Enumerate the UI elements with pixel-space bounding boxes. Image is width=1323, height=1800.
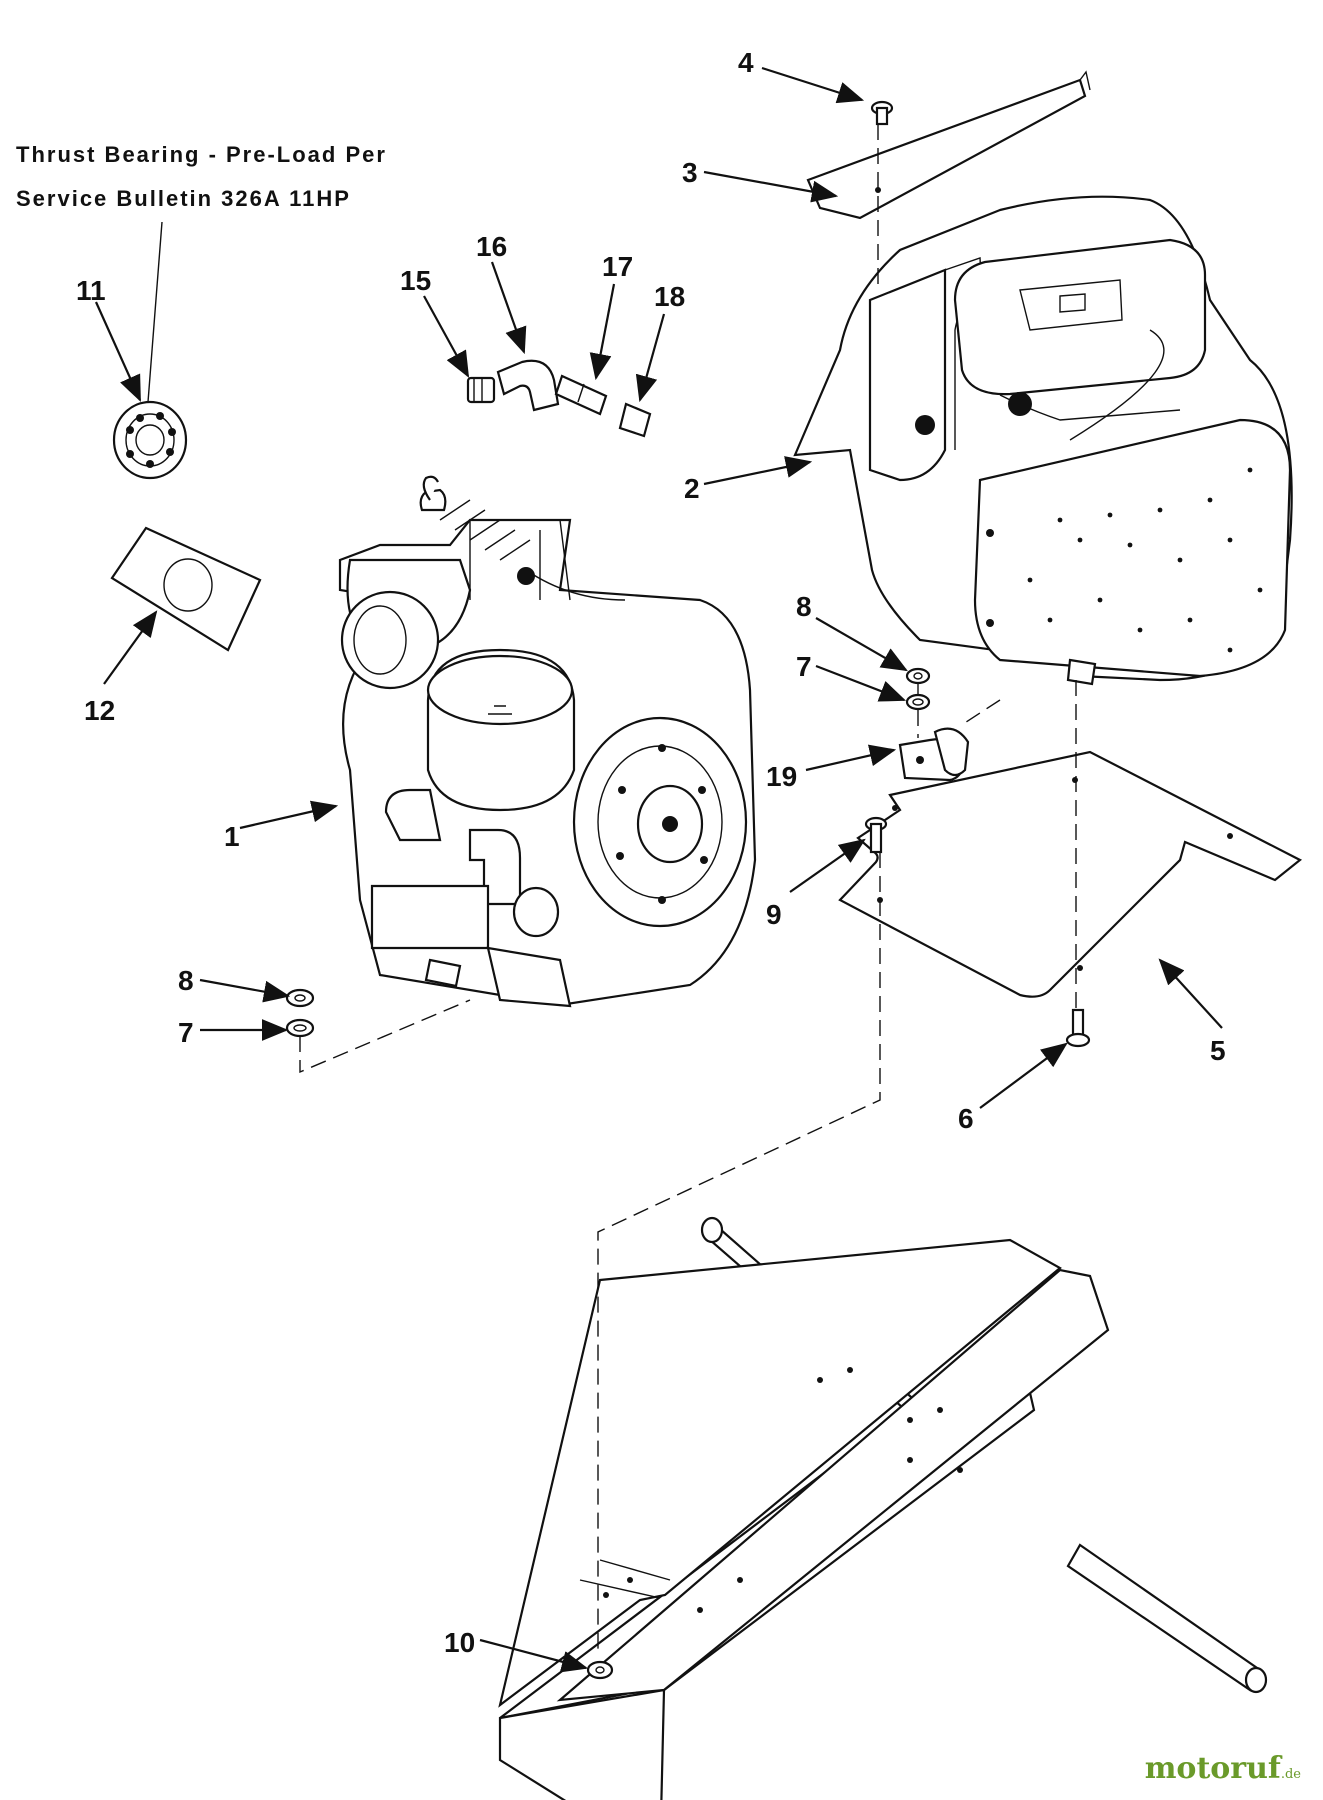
callout-3: 3 <box>682 157 698 188</box>
washer-part-7-right <box>905 693 931 711</box>
note-line-1: Thrust Bearing - Pre-Load Per <box>16 142 387 167</box>
watermark-tld: .de <box>1280 1767 1301 1782</box>
screw-part-4 <box>870 100 894 126</box>
callout-7-left: 7 <box>178 1017 194 1048</box>
mounting-frame <box>498 1216 1268 1800</box>
callout-12: 12 <box>84 695 115 726</box>
note-line-2: Service Bulletin 326A 11HP <box>16 186 351 211</box>
bolt-part-6 <box>1065 1008 1091 1048</box>
callout-8-left: 8 <box>178 965 194 996</box>
elbow-part-16 <box>496 359 560 412</box>
callout-1: 1 <box>224 821 240 852</box>
cap-part-18 <box>618 402 652 438</box>
nut-part-8-right <box>905 667 931 685</box>
washer-part-7-left <box>285 1018 315 1038</box>
note-leader-line <box>147 221 163 403</box>
callout-16: 16 <box>476 231 507 262</box>
nut-part-8-left <box>285 988 315 1008</box>
callout-4: 4 <box>738 47 754 78</box>
cover-part-3 <box>806 70 1091 220</box>
plate-part-5 <box>838 750 1303 998</box>
engine-part-1 <box>338 475 757 1008</box>
callout-17: 17 <box>602 251 633 282</box>
nut-part-10 <box>586 1660 614 1680</box>
callout-15: 15 <box>400 265 431 296</box>
callout-7-right: 7 <box>796 651 812 682</box>
callout-numbers: 4 3 2 1 5 6 8 7 8 7 19 9 10 11 12 15 16 … <box>76 47 1226 1658</box>
bearing-part-11 <box>112 400 188 480</box>
callout-9: 9 <box>766 899 782 930</box>
clamp-part-19 <box>898 727 970 782</box>
callout-11: 11 <box>76 275 106 306</box>
nipple-part-17 <box>554 374 608 416</box>
shim-part-12 <box>110 526 262 652</box>
callout-leaders <box>94 66 1223 1673</box>
callout-6: 6 <box>958 1103 974 1134</box>
assembly-dashed-lines <box>299 124 1077 1655</box>
callout-5: 5 <box>1210 1035 1226 1066</box>
callout-2: 2 <box>684 473 700 504</box>
callout-19: 19 <box>766 761 797 792</box>
watermark-brand: motoruf <box>1144 1751 1281 1786</box>
engine-part-2 <box>793 195 1293 686</box>
callout-10: 10 <box>444 1627 475 1658</box>
watermark-logo: motoruf.de <box>1145 1751 1301 1786</box>
bolt-part-9 <box>864 816 888 854</box>
callout-8-right: 8 <box>796 591 812 622</box>
fitting-part-15 <box>466 376 496 404</box>
callout-18: 18 <box>654 281 685 312</box>
